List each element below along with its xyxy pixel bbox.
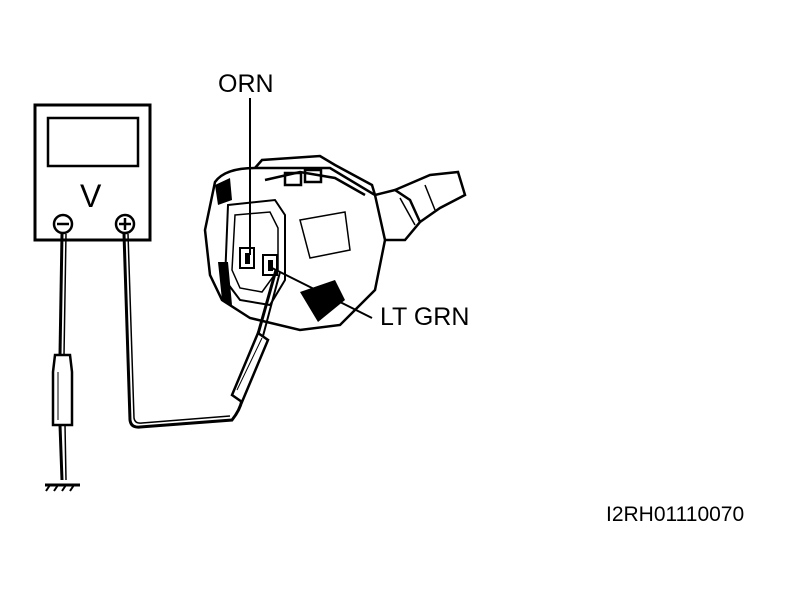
ground-icon bbox=[45, 483, 80, 492]
positive-lead bbox=[122, 233, 244, 429]
voltmeter-icon bbox=[33, 103, 152, 242]
probe-icon bbox=[230, 269, 281, 404]
voltmeter-body bbox=[33, 103, 152, 242]
leader-lines bbox=[249, 98, 373, 319]
orn-terminal bbox=[239, 247, 255, 269]
lt-grn-wire-label: LT GRN bbox=[380, 303, 470, 331]
minus-terminal-icon bbox=[52, 213, 74, 235]
figure-code: I2RH01110070 bbox=[606, 503, 745, 526]
plus-terminal-icon bbox=[114, 213, 136, 235]
orn-wire-label: ORN bbox=[218, 70, 274, 98]
ground-clip-icon bbox=[51, 353, 74, 427]
negative-lead bbox=[51, 233, 74, 481]
connector-icon bbox=[203, 154, 467, 332]
lt-grn-leader-line bbox=[271, 267, 373, 319]
lt-grn-terminal bbox=[262, 254, 278, 276]
voltmeter-display bbox=[46, 116, 140, 168]
voltmeter-symbol: V bbox=[80, 178, 102, 214]
connector-shading bbox=[215, 178, 345, 322]
